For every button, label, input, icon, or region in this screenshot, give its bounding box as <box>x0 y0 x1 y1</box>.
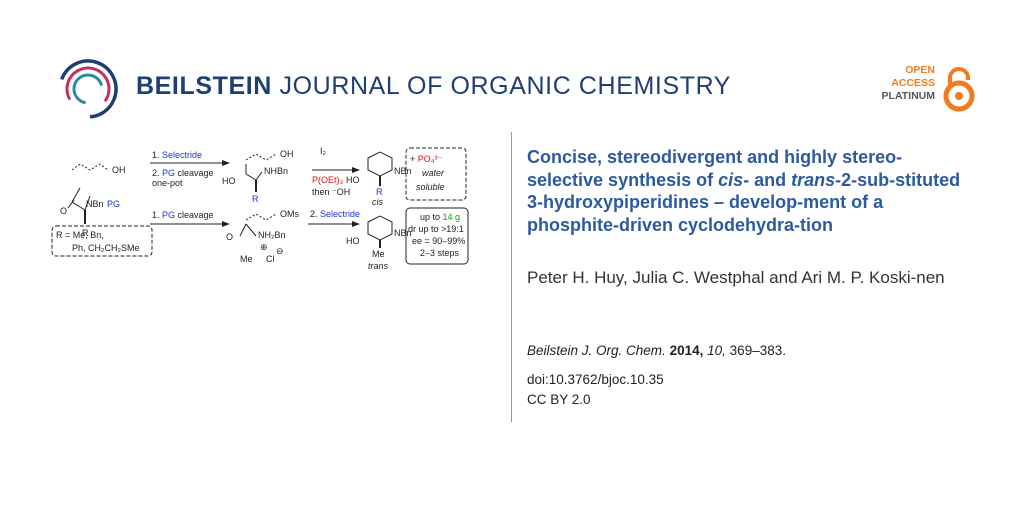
svg-text:Me: Me <box>372 249 385 259</box>
svg-text:Me: Me <box>240 254 253 264</box>
citation-year: 2014, <box>669 343 704 358</box>
svg-text:water: water <box>422 168 445 178</box>
journal-name: BEILSTEIN JOURNAL OF ORGANIC CHEMISTRY <box>136 72 731 101</box>
reaction-scheme: OH O NBn PG R R = Me, Bn, Ph, CH₂CH₂SMe … <box>51 146 469 271</box>
title-part-0: Concise, stereodivergent and highly ster… <box>527 147 903 190</box>
oa-line2: ACCESS <box>891 77 935 89</box>
license[interactable]: CC BY 2.0 <box>527 392 591 407</box>
start-oh: OH <box>112 165 126 175</box>
svg-text:then ⁻OH: then ⁻OH <box>312 187 350 197</box>
svg-text:NBn: NBn <box>394 228 412 238</box>
svg-text:one-pot: one-pot <box>152 178 183 188</box>
svg-text:up to 14 g: up to 14 g <box>420 212 460 222</box>
svg-text:1. PG cleavage: 1. PG cleavage <box>152 210 214 220</box>
open-lock-icon <box>943 67 975 112</box>
svg-text:I₂: I₂ <box>320 146 327 156</box>
start-o: O <box>60 206 67 216</box>
svg-text:cis: cis <box>372 197 383 207</box>
svg-text:2. PG cleavage: 2. PG cleavage <box>152 168 214 178</box>
oa-line1: OPEN <box>905 64 935 76</box>
title-part-4: -2-sub-stituted 3-hydroxypiperidines – d… <box>527 169 961 235</box>
oa-line3: PLATINUM <box>881 90 935 102</box>
citation: Beilstein J. Org. Chem. 2014, 10, 369–38… <box>527 343 786 358</box>
doi[interactable]: doi:10.3762/bjoc.10.35 <box>527 372 664 387</box>
svg-text:2–3 steps: 2–3 steps <box>420 248 460 258</box>
svg-text:OH: OH <box>280 149 294 159</box>
article-authors: Peter H. Huy, Julia C. Westphal and Ari … <box>527 268 945 287</box>
citation-volume: 10, <box>707 343 726 358</box>
svg-text:soluble: soluble <box>416 182 445 192</box>
beilstein-logo-icon <box>58 59 118 119</box>
svg-text:R: R <box>252 194 259 204</box>
svg-text:P(OEt)₃: P(OEt)₃ <box>312 175 344 185</box>
svg-text:O: O <box>226 232 233 242</box>
title-part-1: cis <box>718 169 744 190</box>
svg-text:dr up to >19:1: dr up to >19:1 <box>408 224 464 234</box>
svg-text:OMs: OMs <box>280 209 299 219</box>
svg-text:+ PO₄³⁻: + PO₄³⁻ <box>410 154 442 164</box>
citation-pages: 369–383. <box>729 343 786 358</box>
svg-text:Cl: Cl <box>266 254 275 264</box>
vertical-divider <box>511 132 512 422</box>
svg-text:NH₂Bn: NH₂Bn <box>258 230 286 240</box>
open-access-badge: OPEN ACCESS PLATINUM <box>870 64 980 114</box>
article-title: Concise, stereodivergent and highly ster… <box>527 146 967 236</box>
svg-text:R: R <box>376 187 383 197</box>
svg-text:NHBn: NHBn <box>264 166 288 176</box>
title-part-2: - and <box>743 169 792 190</box>
journal-name-rest: JOURNAL OF ORGANIC CHEMISTRY <box>271 72 732 100</box>
svg-text:⊕: ⊕ <box>260 242 268 252</box>
svg-text:2. Selectride: 2. Selectride <box>310 209 360 219</box>
journal-name-bold: BEILSTEIN <box>136 72 272 100</box>
r-definition-line1: R = Me, Bn, <box>56 230 104 240</box>
svg-text:HO: HO <box>222 176 236 186</box>
r-definition-line2: Ph, CH₂CH₂SMe <box>72 243 140 253</box>
svg-text:⊖: ⊖ <box>276 246 284 256</box>
svg-text:HO: HO <box>346 175 360 185</box>
svg-text:trans: trans <box>368 261 389 271</box>
title-part-3: trans <box>791 169 836 190</box>
svg-text:HO: HO <box>346 236 360 246</box>
citation-journal: Beilstein J. Org. Chem. <box>527 343 666 358</box>
svg-text:1. Selectride: 1. Selectride <box>152 150 202 160</box>
start-pg: PG <box>107 199 120 209</box>
start-r: R <box>82 228 89 238</box>
svg-text:NBn: NBn <box>394 166 412 176</box>
svg-text:ee = 90–99%: ee = 90–99% <box>412 236 465 246</box>
start-nbn: NBn <box>86 199 104 209</box>
